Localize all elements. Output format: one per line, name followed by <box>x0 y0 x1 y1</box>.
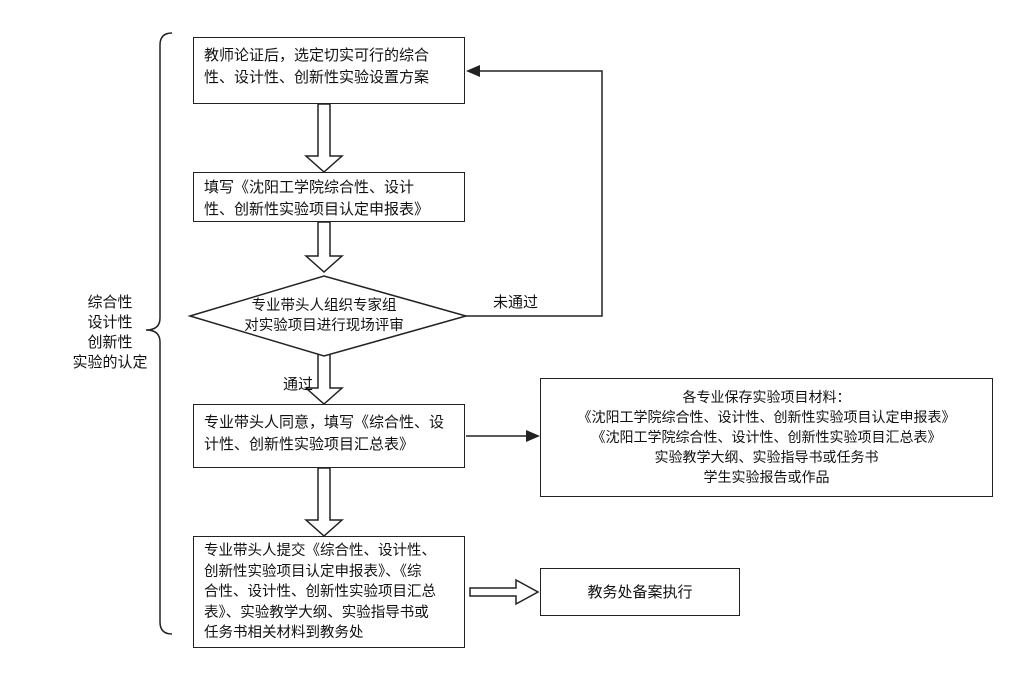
fail-loop-arrowhead <box>466 65 480 77</box>
step-fill-application: 填写《沈阳工学院综合性、设计 性、创新性实验项目认定申报表》 <box>193 172 465 222</box>
step-text: 性、创新性实验项目认定申报表》 <box>204 200 430 218</box>
materials-line: 《沈阳工学院综合性、设计性、创新性实验项目认定申报表》 <box>577 409 956 426</box>
step-submit-materials: 专业带头人提交《综合性、设计性、 创新性实验项目认定申报表》、《综 合性、设计性… <box>193 536 465 648</box>
materials-line: 学生实验报告或作品 <box>703 469 830 486</box>
arrow-step2-to-decision <box>304 221 344 274</box>
arrow-decision-to-step3 <box>304 353 344 406</box>
arrow-step3-to-step4 <box>304 467 344 538</box>
final-text: 教务处备案执行 <box>587 583 693 601</box>
step-text: 填写《沈阳工学院综合性、设计 <box>204 178 415 196</box>
decision-text: 专业带头人组织专家组 对实验项目进行现场评审 <box>230 294 418 338</box>
arrow-step1-to-step2 <box>304 103 344 174</box>
materials-line: 《沈阳工学院综合性、设计性、创新性实验项目汇总表》 <box>591 429 942 446</box>
step-text: 专业带头人提交《综合性、设计性、 <box>204 543 436 559</box>
step-text: 性、设计性、创新性实验设置方案 <box>204 68 430 86</box>
decision-line: 专业带头人组织专家组 <box>251 298 397 314</box>
side-label-line: 实验的认定 <box>72 353 148 371</box>
step-text: 创新性实验项目认定申报表》、《综 <box>204 563 422 580</box>
step-text: 合性、设计性、创新性实验项目汇总 <box>204 584 436 600</box>
materials-line: 各专业保存实验项目材料： <box>682 389 851 406</box>
step-text: 表》、实验教学大纲、实验指导书或 <box>204 604 429 621</box>
arrow-step3-to-materials-head <box>526 430 540 442</box>
fail-loop-line <box>466 70 603 317</box>
fail-label: 未通过 <box>493 293 539 311</box>
step-select-scheme: 教师论证后，选定切实可行的综合 性、设计性、创新性实验设置方案 <box>193 37 465 104</box>
side-label-line: 设计性 <box>87 313 133 331</box>
arrow-step4-to-final <box>469 578 540 606</box>
step-text: 教师论证后，选定切实可行的综合 <box>204 46 430 64</box>
step-fill-summary: 专业带头人同意，填写《综合性、设 计性、创新性实验项目汇总表》 <box>193 404 465 468</box>
step-text: 专业带头人同意，填写《综合性、设 <box>204 413 445 431</box>
step-text: 计性、创新性实验项目汇总表》 <box>204 435 415 453</box>
side-label-line: 创新性 <box>87 333 133 351</box>
step-text: 任务书相关材料到教务处 <box>204 625 364 641</box>
side-label-line: 综合性 <box>87 293 133 311</box>
materials-box: 各专业保存实验项目材料： 《沈阳工学院综合性、设计性、创新性实验项目认定申报表》… <box>540 378 993 497</box>
pass-label: 通过 <box>283 375 314 393</box>
side-label: 综合性 设计性 创新性 实验的认定 <box>70 292 150 372</box>
decision-line: 对实验项目进行现场评审 <box>244 318 404 334</box>
materials-line: 实验教学大纲、实验指导书或任务书 <box>654 449 879 466</box>
final-filing-box: 教务处备案执行 <box>540 568 740 616</box>
left-brace <box>145 32 173 635</box>
